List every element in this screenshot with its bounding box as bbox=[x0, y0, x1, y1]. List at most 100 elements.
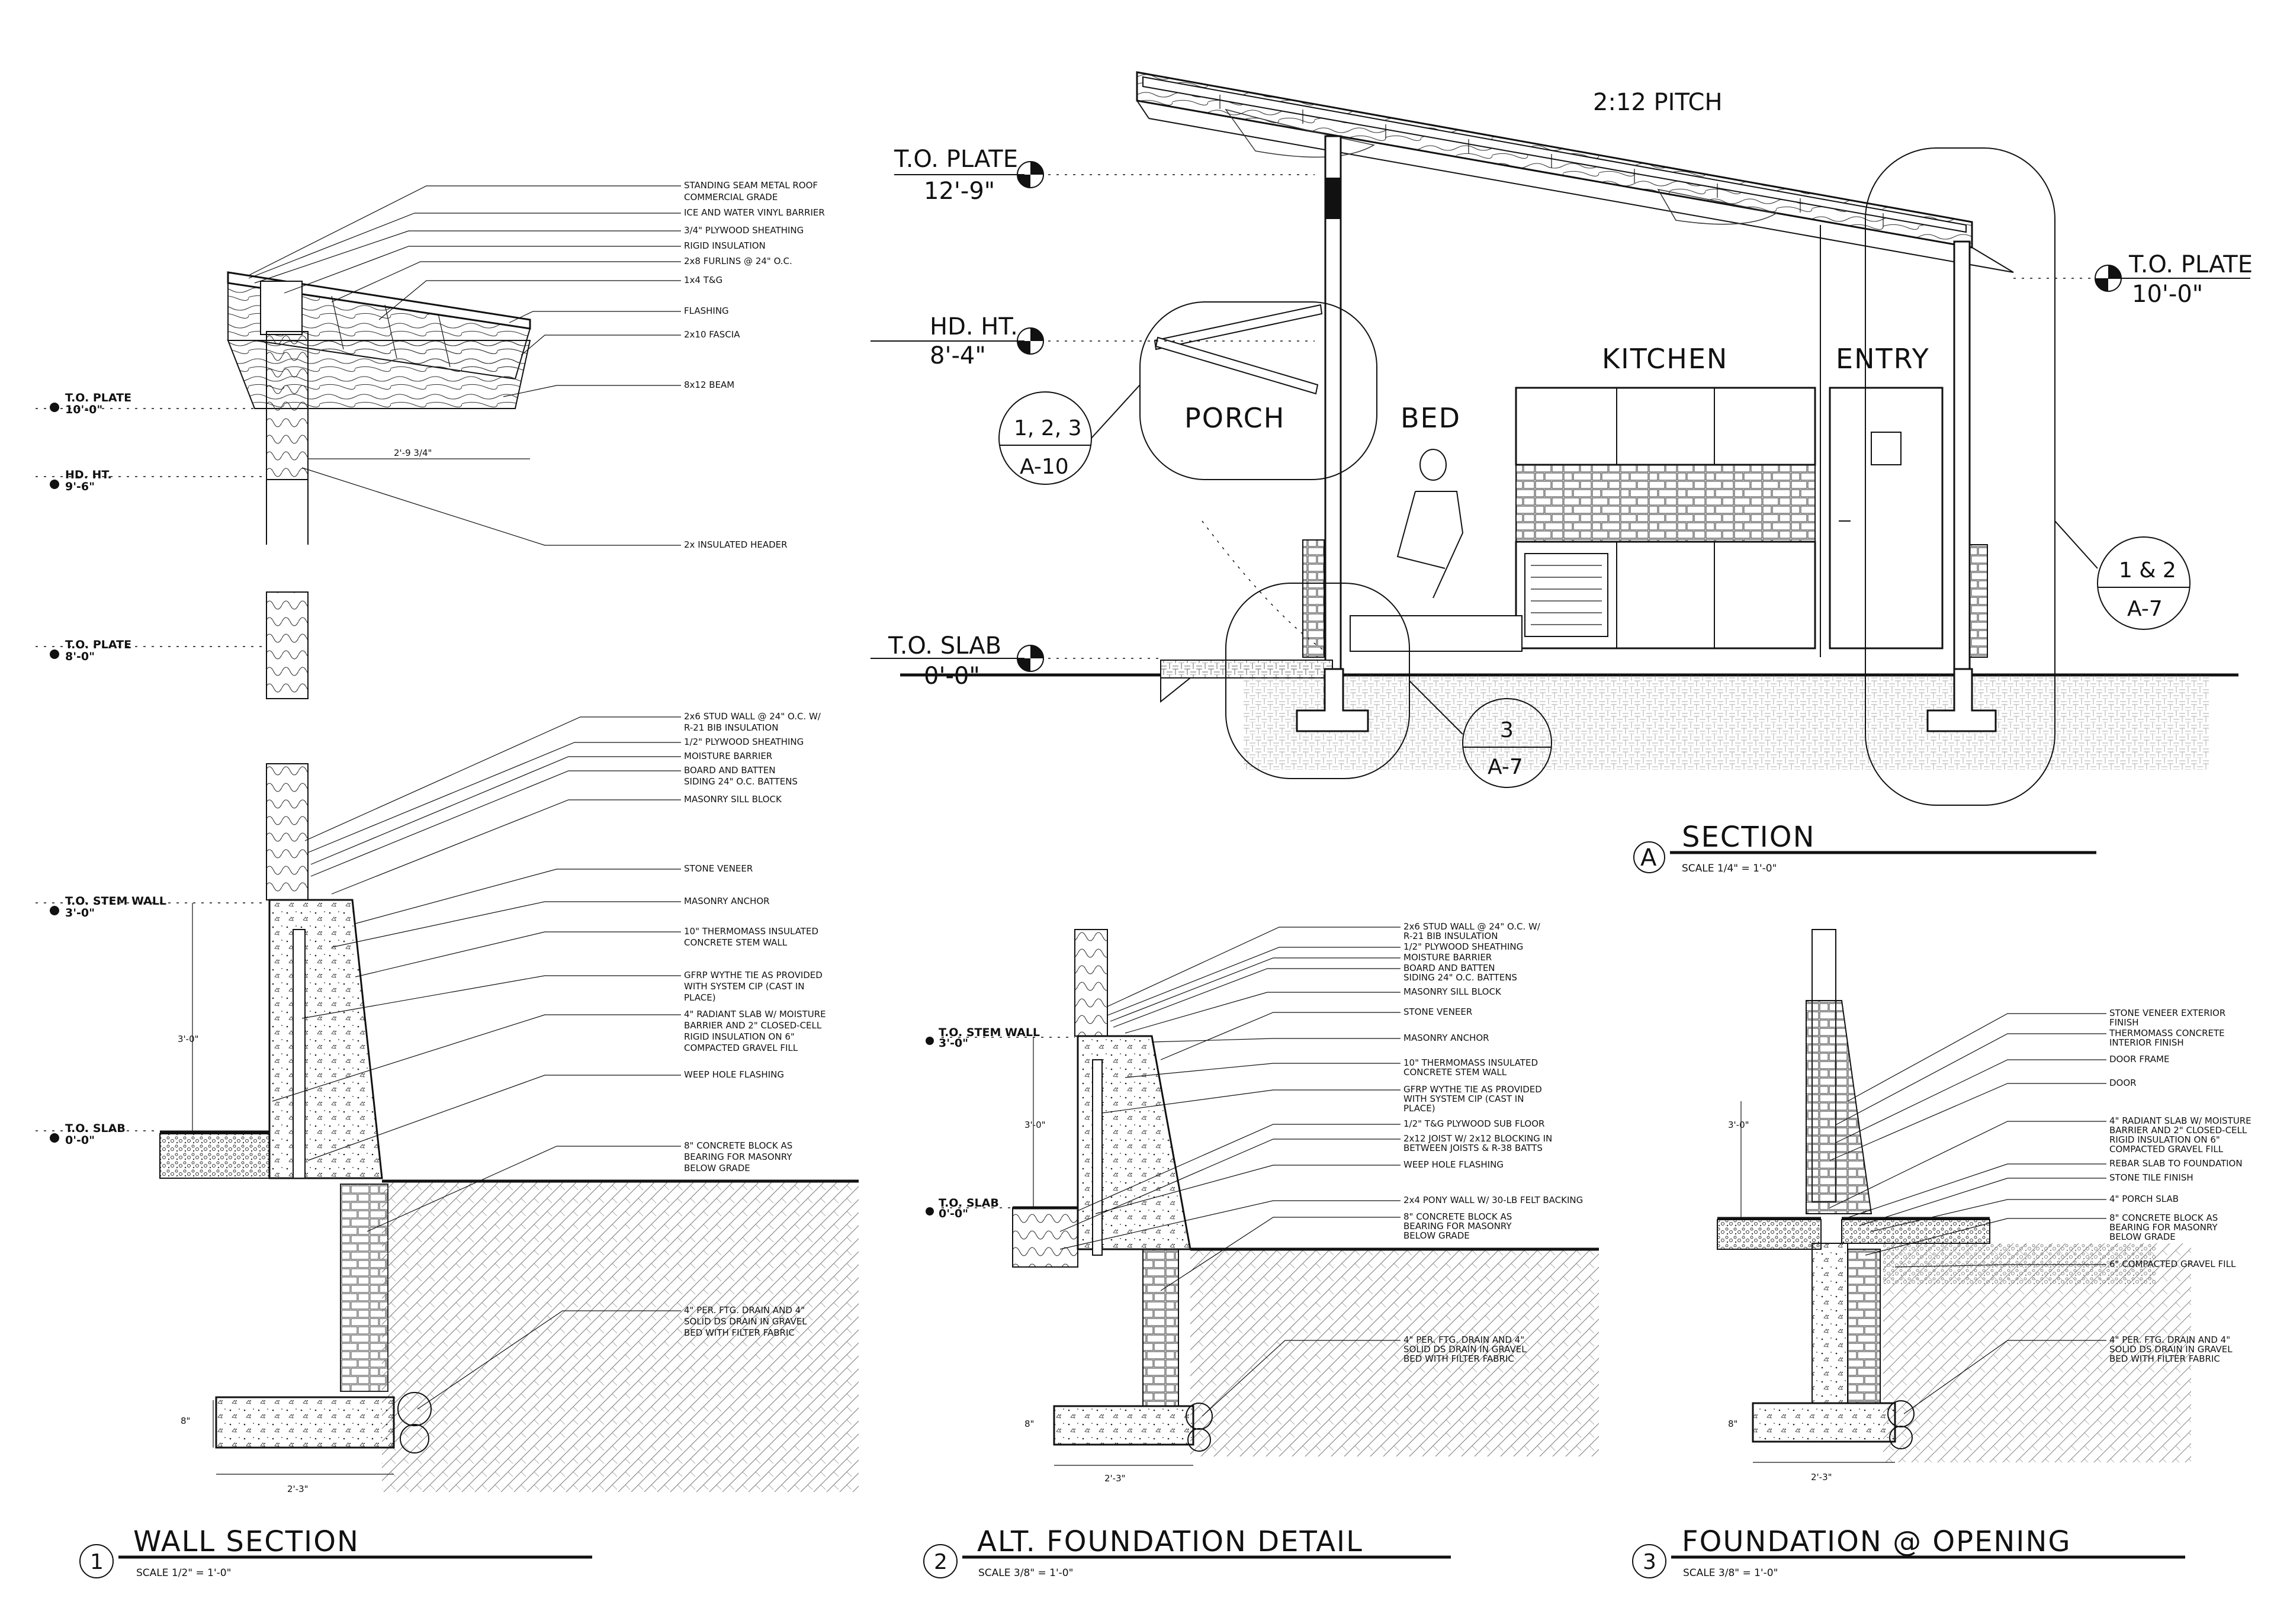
svg-text:STONE TILE FINISH: STONE TILE FINISH bbox=[2109, 1172, 2193, 1183]
svg-text:2x10 FASCIA: 2x10 FASCIA bbox=[684, 329, 740, 340]
svg-text:MASONRY SILL BLOCK: MASONRY SILL BLOCK bbox=[684, 794, 782, 805]
dim-footing-w: 2'-3" bbox=[287, 1484, 309, 1494]
svg-text:1/2" T&G PLYWOOD SUB FLOOR: 1/2" T&G PLYWOOD SUB FLOOR bbox=[1403, 1118, 1544, 1129]
callout-3-a7: 3 A-7 bbox=[1409, 680, 1552, 788]
svg-text:0'-0": 0'-0" bbox=[924, 663, 980, 690]
svg-text:STONE VENEER: STONE VENEER bbox=[684, 863, 753, 874]
svg-text:WEEP HOLE FLASHING: WEEP HOLE FLASHING bbox=[1403, 1159, 1504, 1170]
svg-text:8" CONCRETE BLOCK AS: 8" CONCRETE BLOCK AS bbox=[2109, 1213, 2218, 1223]
bed-figure bbox=[1350, 449, 1523, 652]
svg-text:CONCRETE STEM WALL: CONCRETE STEM WALL bbox=[1403, 1067, 1507, 1078]
elev-marker-plate-high: T.O. PLATE 12'-9" bbox=[894, 146, 1315, 205]
elev-marker-plate-low: T.O. PLATE 10'-0" bbox=[2013, 251, 2253, 308]
svg-text:4" PER. FTG. DRAIN AND 4": 4" PER. FTG. DRAIN AND 4" bbox=[2109, 1334, 2230, 1345]
svg-text:SOLID DS DRAIN IN GRAVEL: SOLID DS DRAIN IN GRAVEL bbox=[2109, 1344, 2233, 1355]
svg-text:DOOR: DOOR bbox=[2109, 1078, 2137, 1088]
svg-text:3/4" PLYWOOD SHEATHING: 3/4" PLYWOOD SHEATHING bbox=[684, 225, 804, 236]
detail-2-alt-foundation: 3'-0" 8" 2'-3" T.O. STEM WALL 3'-0" T.O.… bbox=[923, 921, 1599, 1579]
svg-text:BED WITH FILTER FABRIC: BED WITH FILTER FABRIC bbox=[684, 1327, 795, 1338]
svg-text:2x6 STUD WALL @ 24" O.C. W/: 2x6 STUD WALL @ 24" O.C. W/ bbox=[1403, 921, 1541, 932]
svg-text:12'-9": 12'-9" bbox=[924, 178, 995, 205]
dim-stem: 3'-0" bbox=[178, 1034, 199, 1044]
dim-overhang: 2'-9 3/4" bbox=[394, 448, 432, 458]
svg-text:BEARING FOR MASONRY: BEARING FOR MASONRY bbox=[2109, 1222, 2218, 1233]
d2-notes: 2x6 STUD WALL @ 24" O.C. W/ R-21 BIB INS… bbox=[1059, 921, 1583, 1417]
detail-3-foundation-opening: 3'-0" 8" 2'-3" STONE VENEER EXTERIOR FIN… bbox=[1632, 929, 2251, 1579]
d3-notes: STONE VENEER EXTERIOR FINISH THERMOMASS … bbox=[1829, 1008, 2251, 1414]
svg-text:4" RADIANT SLAB W/ MOISTURE: 4" RADIANT SLAB W/ MOISTURE bbox=[2109, 1115, 2251, 1126]
section-a: 2:12 PITCH bbox=[871, 71, 2253, 874]
svg-text:10" THERMOMASS INSULATED: 10" THERMOMASS INSULATED bbox=[1403, 1057, 1538, 1068]
svg-text:3'-0": 3'-0" bbox=[939, 1037, 968, 1050]
svg-text:SIDING 24" O.C. BATTENS: SIDING 24" O.C. BATTENS bbox=[1403, 972, 1517, 983]
d3-dim-footing-h: 8" bbox=[1728, 1419, 1737, 1429]
entry-door bbox=[1829, 387, 1944, 649]
svg-text:BETWEEN JOISTS & R-38 BATTS: BETWEEN JOISTS & R-38 BATTS bbox=[1403, 1143, 1543, 1153]
kitchen-cabinets bbox=[1515, 387, 1816, 649]
svg-text:A: A bbox=[1640, 844, 1657, 872]
d3-dim-stem: 3'-0" bbox=[1728, 1120, 1749, 1130]
svg-text:T.O. PLATE: T.O. PLATE bbox=[2128, 251, 2253, 278]
svg-text:STONE VENEER EXTERIOR: STONE VENEER EXTERIOR bbox=[2109, 1008, 2225, 1018]
svg-text:0'-0": 0'-0" bbox=[939, 1207, 968, 1220]
svg-text:BOARD AND BATTEN: BOARD AND BATTEN bbox=[684, 765, 776, 776]
svg-text:4" PER. FTG. DRAIN AND 4": 4" PER. FTG. DRAIN AND 4" bbox=[684, 1305, 805, 1316]
d1-wall-notes: 2x6 STUD WALL @ 24" O.C. W/ R-21 BIB INS… bbox=[272, 711, 826, 1410]
detail-1-wall-section: 2'-9 3/4" 3'-0" 8" 2'-3" T.O. PLATE 10'-… bbox=[36, 180, 859, 1579]
svg-text:BED WITH FILTER FABRIC: BED WITH FILTER FABRIC bbox=[2109, 1353, 2220, 1364]
svg-text:SOLID DS DRAIN IN GRAVEL: SOLID DS DRAIN IN GRAVEL bbox=[1403, 1344, 1527, 1355]
svg-text:SIDING 24" O.C. BATTENS: SIDING 24" O.C. BATTENS bbox=[684, 776, 798, 787]
elev-marker-slab: T.O. SLAB 0'-0" bbox=[871, 632, 1161, 690]
svg-text:2: 2 bbox=[934, 1550, 948, 1574]
svg-text:COMPACTED GRAVEL FILL: COMPACTED GRAVEL FILL bbox=[684, 1043, 798, 1053]
svg-text:FLASHING: FLASHING bbox=[684, 305, 729, 316]
svg-text:SECTION: SECTION bbox=[1682, 821, 1815, 854]
svg-text:BELOW GRADE: BELOW GRADE bbox=[2109, 1231, 2176, 1242]
svg-text:HD. HT.: HD. HT. bbox=[930, 313, 1018, 340]
svg-text:8x12 BEAM: 8x12 BEAM bbox=[684, 380, 734, 390]
svg-text:1, 2, 3: 1, 2, 3 bbox=[1014, 416, 1082, 440]
svg-text:1x4 T&G: 1x4 T&G bbox=[684, 275, 722, 285]
svg-text:PLACE): PLACE) bbox=[1403, 1103, 1435, 1114]
svg-text:T.O. STEM WALL: T.O. STEM WALL bbox=[65, 895, 166, 908]
svg-text:T.O. SLAB: T.O. SLAB bbox=[939, 1197, 999, 1210]
svg-text:REBAR SLAB TO FOUNDATION: REBAR SLAB TO FOUNDATION bbox=[2109, 1158, 2243, 1169]
svg-text:RIGID INSULATION: RIGID INSULATION bbox=[684, 240, 766, 251]
svg-text:0'-0": 0'-0" bbox=[65, 1134, 95, 1147]
svg-text:BARRIER AND 2" CLOSED-CELL: BARRIER AND 2" CLOSED-CELL bbox=[684, 1020, 822, 1031]
svg-text:4" PER. FTG. DRAIN AND 4": 4" PER. FTG. DRAIN AND 4" bbox=[1403, 1334, 1524, 1345]
svg-text:FINISH: FINISH bbox=[2109, 1017, 2139, 1028]
d1-elevations: T.O. PLATE 10'-0" HD. HT. 9'-6" T.O. PLA… bbox=[50, 391, 166, 1147]
svg-text:BARRIER AND 2" CLOSED-CELL: BARRIER AND 2" CLOSED-CELL bbox=[2109, 1125, 2247, 1136]
svg-text:DOOR FRAME: DOOR FRAME bbox=[2109, 1054, 2169, 1065]
svg-text:T.O. PLATE: T.O. PLATE bbox=[65, 638, 131, 651]
svg-text:SCALE 3/8" = 1'-0": SCALE 3/8" = 1'-0" bbox=[1683, 1567, 1778, 1579]
d1-title: 1 WALL SECTION SCALE 1/2" = 1'-0" bbox=[79, 1525, 592, 1579]
roof-pitch-label: 2:12 PITCH bbox=[1593, 89, 1723, 116]
svg-text:A-7: A-7 bbox=[1488, 755, 1523, 779]
svg-text:3'-0": 3'-0" bbox=[65, 906, 95, 919]
porch-door bbox=[1154, 304, 1326, 652]
svg-text:1/2" PLYWOOD SHEATHING: 1/2" PLYWOOD SHEATHING bbox=[1403, 941, 1523, 952]
callout-1-2-3-a10: 1, 2, 3 A-10 bbox=[998, 384, 1141, 485]
svg-text:GFRP WYTHE TIE AS PROVIDED: GFRP WYTHE TIE AS PROVIDED bbox=[1403, 1084, 1542, 1095]
svg-text:SCALE 3/8" = 1'-0": SCALE 3/8" = 1'-0" bbox=[978, 1567, 1073, 1579]
d1-roof-notes: STANDING SEAM METAL ROOF COMMERCIAL GRAD… bbox=[248, 180, 825, 550]
svg-text:WEEP HOLE FLASHING: WEEP HOLE FLASHING bbox=[684, 1069, 784, 1080]
d2-title: 2 ALT. FOUNDATION DETAIL SCALE 3/8" = 1'… bbox=[923, 1525, 1451, 1579]
svg-text:2x4 PONY WALL W/ 30-LB FELT BA: 2x4 PONY WALL W/ 30-LB FELT BACKING bbox=[1403, 1195, 1583, 1205]
svg-text:A-10: A-10 bbox=[1020, 455, 1069, 479]
svg-text:BOARD AND BATTEN: BOARD AND BATTEN bbox=[1403, 963, 1495, 973]
svg-text:T.O. PLATE: T.O. PLATE bbox=[65, 391, 131, 404]
svg-text:9'-6": 9'-6" bbox=[65, 480, 95, 493]
svg-text:ICE AND WATER VINYL BARRIER: ICE AND WATER VINYL BARRIER bbox=[684, 207, 825, 218]
d2-dim-footing-w: 2'-3" bbox=[1104, 1473, 1126, 1484]
svg-text:SCALE 1/2" = 1'-0": SCALE 1/2" = 1'-0" bbox=[136, 1567, 231, 1579]
svg-text:10'-0": 10'-0" bbox=[65, 403, 102, 416]
svg-text:A-7: A-7 bbox=[2127, 597, 2163, 621]
svg-text:4" PORCH SLAB: 4" PORCH SLAB bbox=[2109, 1194, 2179, 1204]
svg-text:10" THERMOMASS INSULATED: 10" THERMOMASS INSULATED bbox=[684, 926, 818, 937]
svg-text:COMPACTED GRAVEL FILL: COMPACTED GRAVEL FILL bbox=[2109, 1144, 2224, 1155]
svg-text:BED WITH FILTER FABRIC: BED WITH FILTER FABRIC bbox=[1403, 1353, 1514, 1364]
